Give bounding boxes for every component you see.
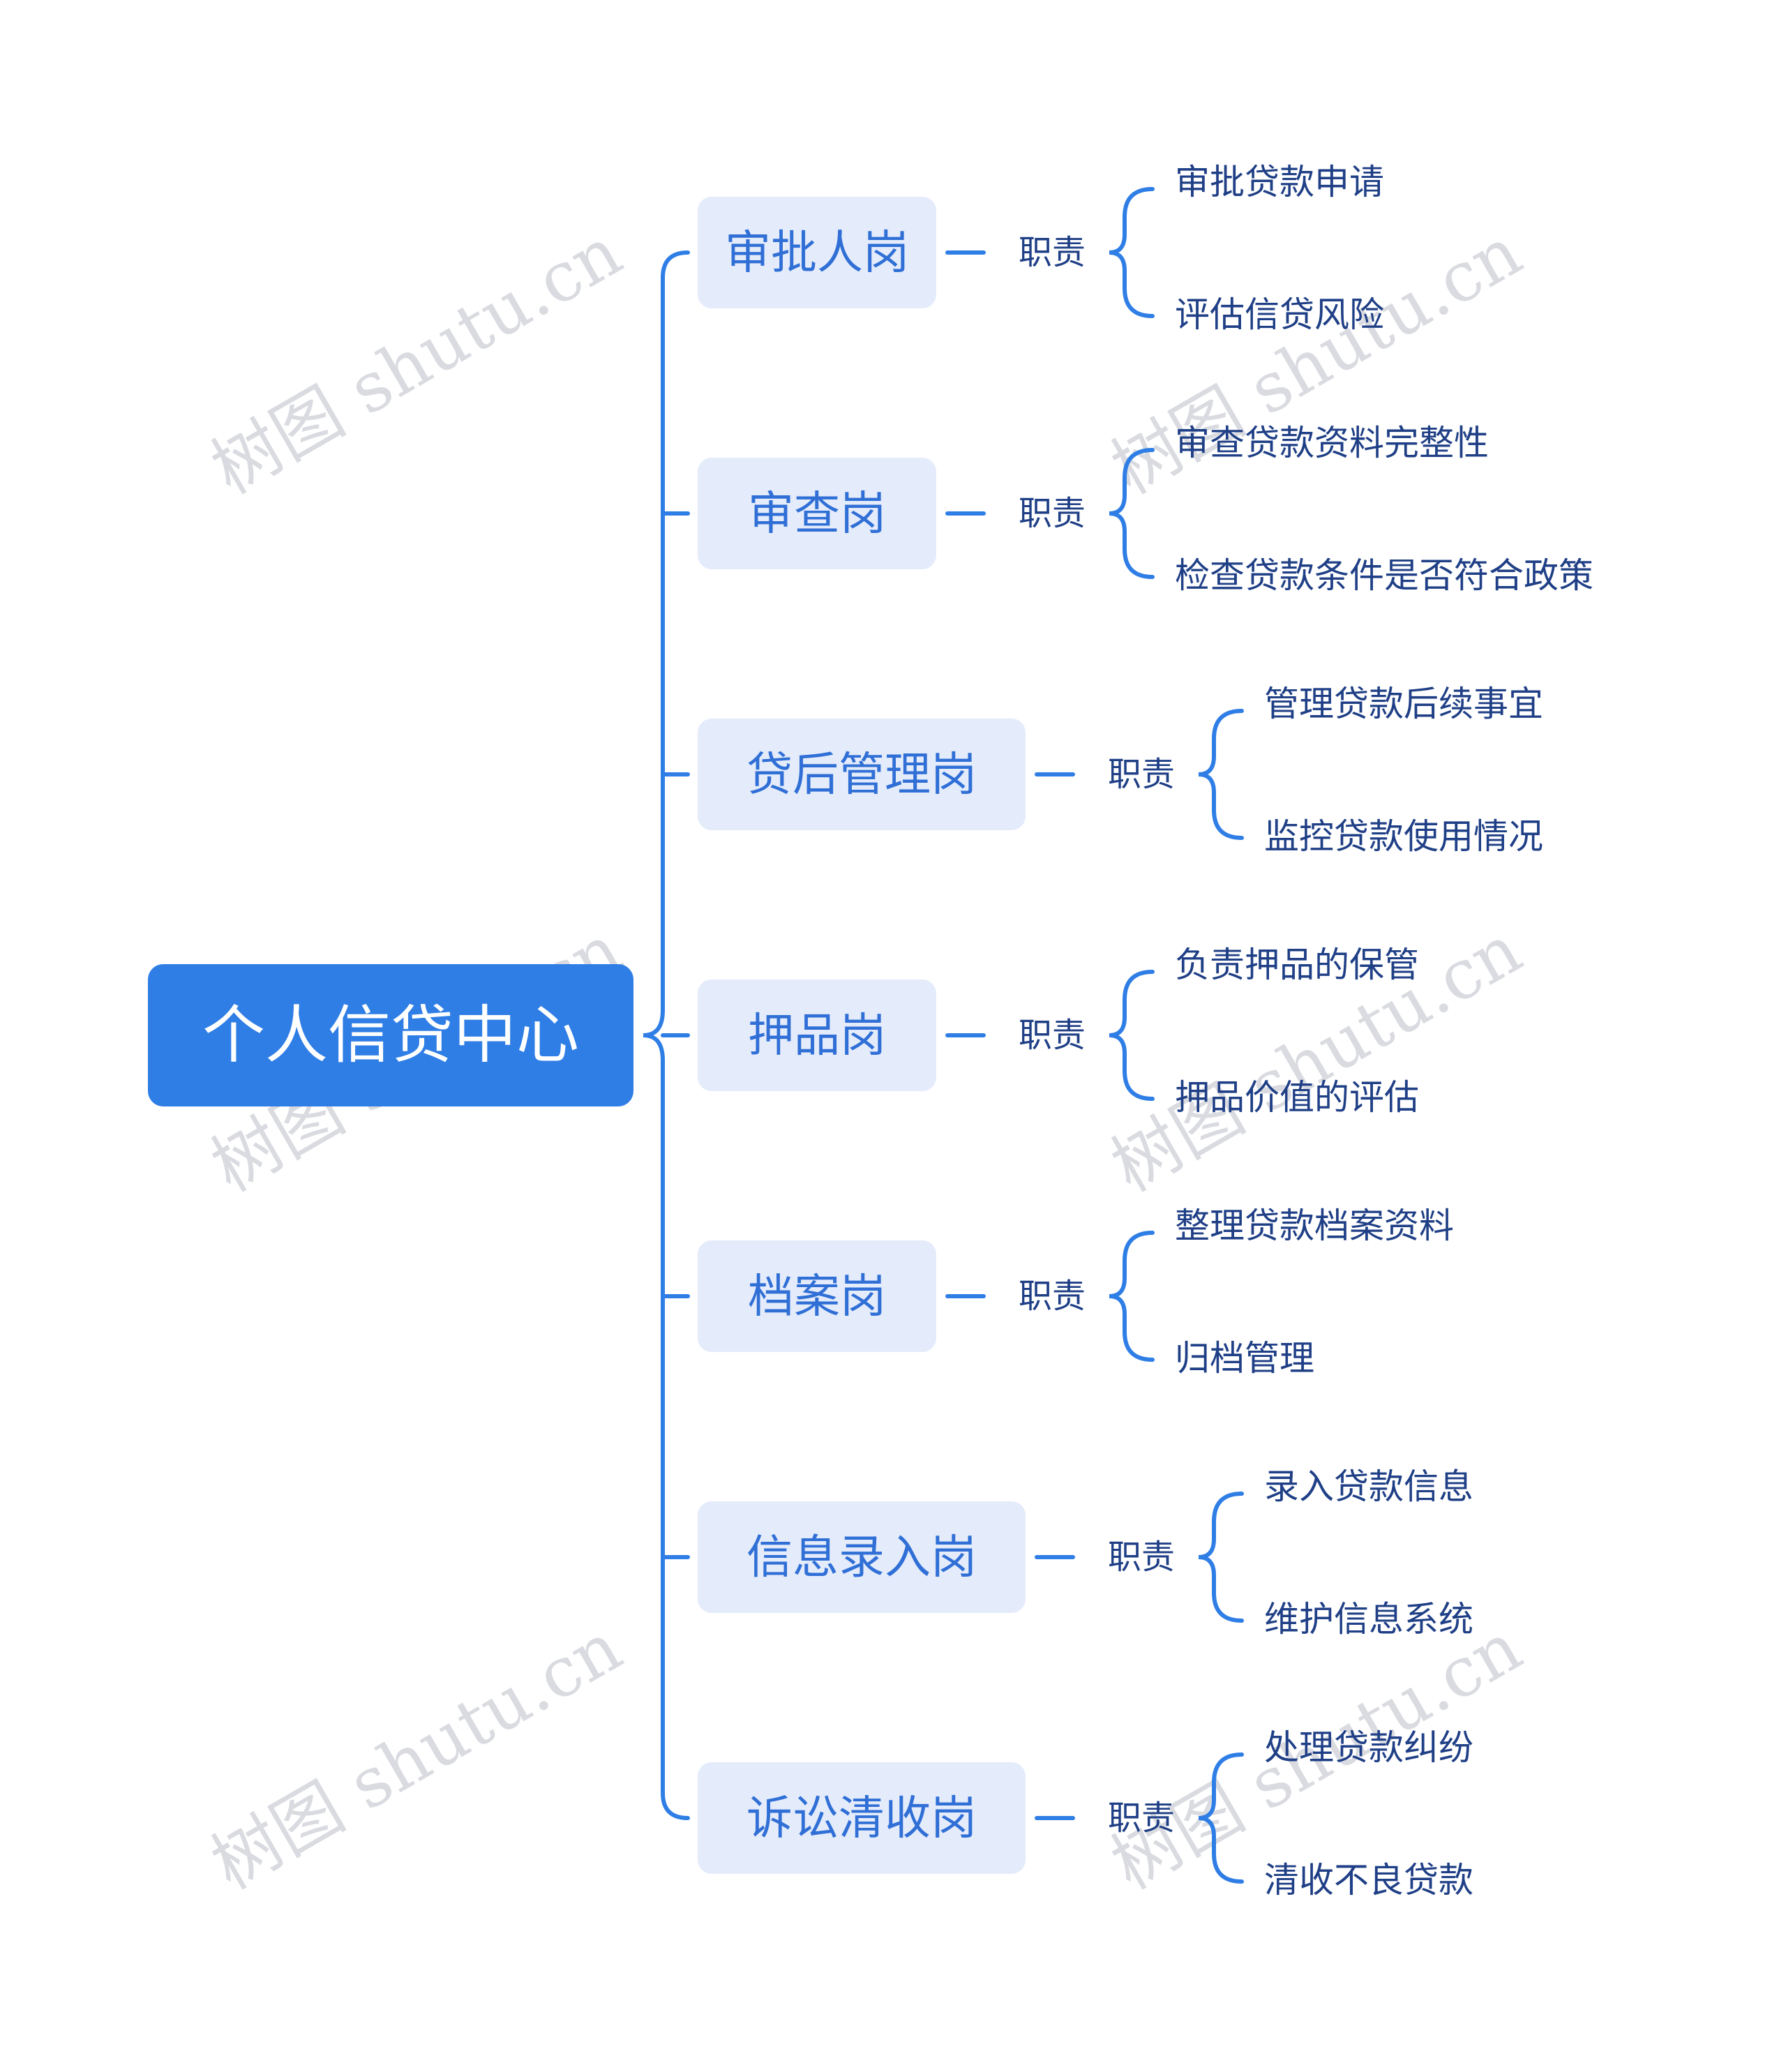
leaf-bracket xyxy=(1109,1231,1155,1362)
branch-label: 押品岗 xyxy=(748,1009,886,1063)
watermark-text: 树图 shutu.cn xyxy=(199,1607,635,1905)
branch-label: 审查岗 xyxy=(748,487,886,541)
root-node[interactable]: 个人信贷中心 xyxy=(148,964,633,1106)
branch-label: 档案岗 xyxy=(748,1270,886,1323)
leaf-bracket xyxy=(1109,970,1155,1101)
duty-label[interactable]: 职责 xyxy=(1108,1538,1175,1577)
leaf-bracket xyxy=(1109,187,1155,318)
leaf-item[interactable]: 维护信息系统 xyxy=(1264,1599,1473,1639)
branch-label: 诉讼清收岗 xyxy=(746,1792,977,1845)
duty-label[interactable]: 职责 xyxy=(1019,494,1086,533)
watermark-text: 树图 shutu.cn xyxy=(1099,212,1535,509)
leaf-bracket xyxy=(1198,709,1244,840)
leaf-item[interactable]: 归档管理 xyxy=(1175,1338,1314,1379)
duty-label[interactable]: 职责 xyxy=(1019,1016,1086,1055)
leaf-item[interactable]: 评估信贷风险 xyxy=(1175,294,1384,335)
branch-label: 审批人岗 xyxy=(725,226,909,280)
duty-label[interactable]: 职责 xyxy=(1108,1799,1175,1838)
leaf-item[interactable]: 监控贷款使用情况 xyxy=(1264,816,1543,857)
leaf-bracket xyxy=(1198,1492,1244,1623)
leaf-item[interactable]: 审查贷款资料完整性 xyxy=(1175,423,1489,463)
root-box xyxy=(148,964,633,1106)
trunk-connector xyxy=(643,250,690,1820)
leaf-item[interactable]: 处理贷款纠纷 xyxy=(1264,1727,1473,1768)
leaf-item[interactable]: 清收不良贷款 xyxy=(1264,1860,1473,1900)
leaf-item[interactable]: 押品价值的评估 xyxy=(1175,1077,1419,1118)
leaf-item[interactable]: 审批贷款申请 xyxy=(1175,162,1384,202)
branch-box xyxy=(698,719,1026,830)
root-label: 个人信贷中心 xyxy=(202,999,579,1072)
branch-box xyxy=(698,1762,1026,1874)
duty-label[interactable]: 职责 xyxy=(1019,233,1086,272)
leaf-bracket xyxy=(1198,1752,1244,1884)
branch-label: 贷后管理岗 xyxy=(746,748,977,802)
leaf-item[interactable]: 整理贷款档案资料 xyxy=(1175,1206,1454,1246)
leaf-item[interactable]: 检查贷款条件是否符合政策 xyxy=(1175,555,1593,596)
branch-box xyxy=(698,197,936,308)
branch-box xyxy=(698,979,936,1091)
branch-box xyxy=(698,1501,1026,1613)
leaf-item[interactable]: 负责押品的保管 xyxy=(1175,945,1419,985)
leaf-item[interactable]: 录入贷款信息 xyxy=(1264,1466,1473,1507)
leaf-bracket xyxy=(1109,448,1155,579)
leaf-item[interactable]: 管理贷款后续事宜 xyxy=(1264,684,1543,724)
branch-label: 信息录入岗 xyxy=(746,1531,977,1584)
branch-box xyxy=(698,458,936,569)
duty-label[interactable]: 职责 xyxy=(1019,1277,1086,1316)
duty-label[interactable]: 职责 xyxy=(1108,755,1175,794)
branch-box xyxy=(698,1240,936,1352)
watermark-text: 树图 shutu.cn xyxy=(199,212,635,509)
